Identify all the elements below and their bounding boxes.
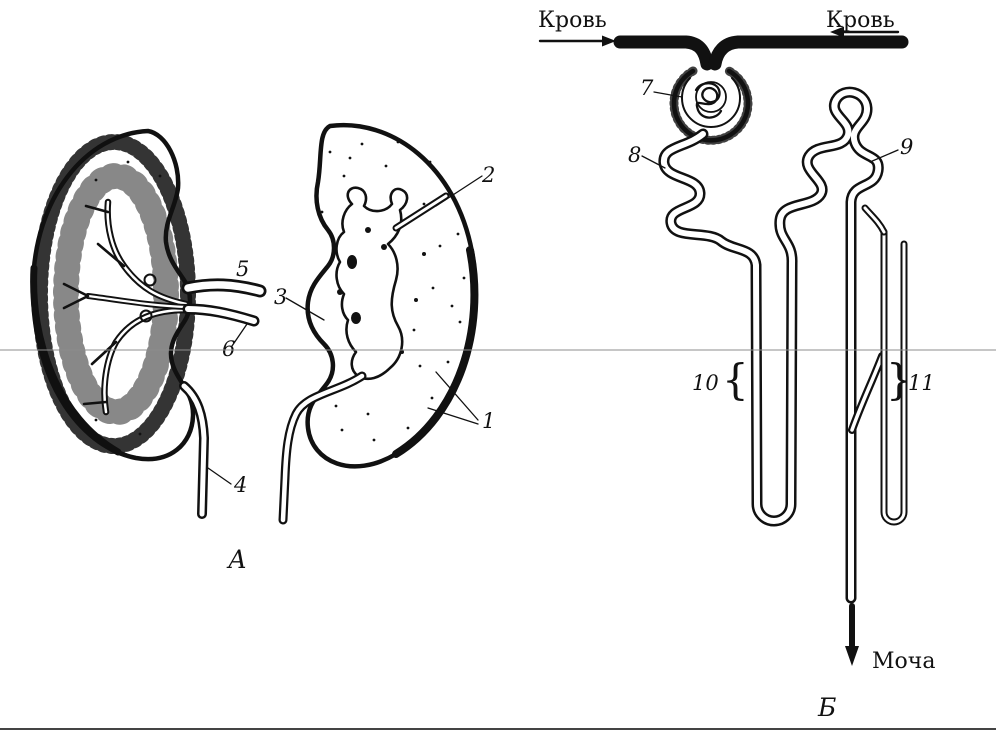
callout-6: 6 [222,337,235,361]
callout-9: 9 [900,135,913,159]
callout-2-leader [435,175,483,207]
urine-label: Моча [872,649,935,674]
callout-10: 10 [692,371,719,395]
renal-artery-tube [181,278,267,298]
left-kidney-stipple-dots [94,160,162,436]
right-kidney-shadow-edge [392,246,479,458]
blood-flow-arrow-left [538,35,616,47]
panel-a-kidney-illustration: 2 1 3 5 6 4 А [30,122,495,574]
renal-vein-tube [182,303,260,327]
callout-10-brace: { [722,355,749,404]
callout-4-leader [207,467,232,485]
callout-8-leader [641,155,666,169]
figure-label-b: Б [817,693,836,722]
left-kidney-vessel-tree [62,198,190,416]
afferent-vessel-bar [613,35,714,71]
glomerulus [694,81,727,119]
right-ureter-tube [278,371,367,525]
vasa-recta-tube [861,204,908,526]
urine-arrow [845,603,859,666]
callout-1: 1 [482,409,495,433]
efferent-vessel-bar [708,35,909,71]
callout-11: 11 [908,371,935,395]
callout-4: 4 [233,473,247,497]
callout-2: 2 [481,163,495,187]
left-kidney-pyramid-striations [53,163,179,425]
panel-b-nephron-illustration: Кровь Кровь 7 8 9 10 { } 11 Моча Б [538,8,935,722]
left-ureter-tube [179,381,209,519]
callout-7: 7 [640,76,654,100]
panel-a-leader-lines [207,175,483,485]
panel-b-leader-lines [641,91,899,169]
right-kidney-stipple-dots [320,140,466,442]
renal-sinus-spots [337,227,387,324]
blood-flow-arrow-right [830,26,900,38]
nephron-tubule [658,86,884,604]
renal-pelvis [335,186,409,381]
figure-label-a: А [226,545,247,574]
callout-8: 8 [628,143,641,167]
callout-1-leader-a [435,371,479,421]
callout-5: 5 [236,257,249,281]
callout-3: 3 [274,285,287,309]
renal-vessel-2-tube [392,192,450,232]
callout-7-leader [653,91,683,98]
blood-label-left: Кровь [538,8,607,33]
callout-9-leader [869,149,899,163]
callout-6-leader [231,323,248,347]
blood-label-right: Кровь [826,8,895,33]
callout-1-leader-b [427,407,479,425]
callout-3-leader [285,297,325,321]
callout-11-brace: } [886,355,913,404]
collecting-duct-branch [848,352,886,434]
bowman-capsule [669,66,753,145]
